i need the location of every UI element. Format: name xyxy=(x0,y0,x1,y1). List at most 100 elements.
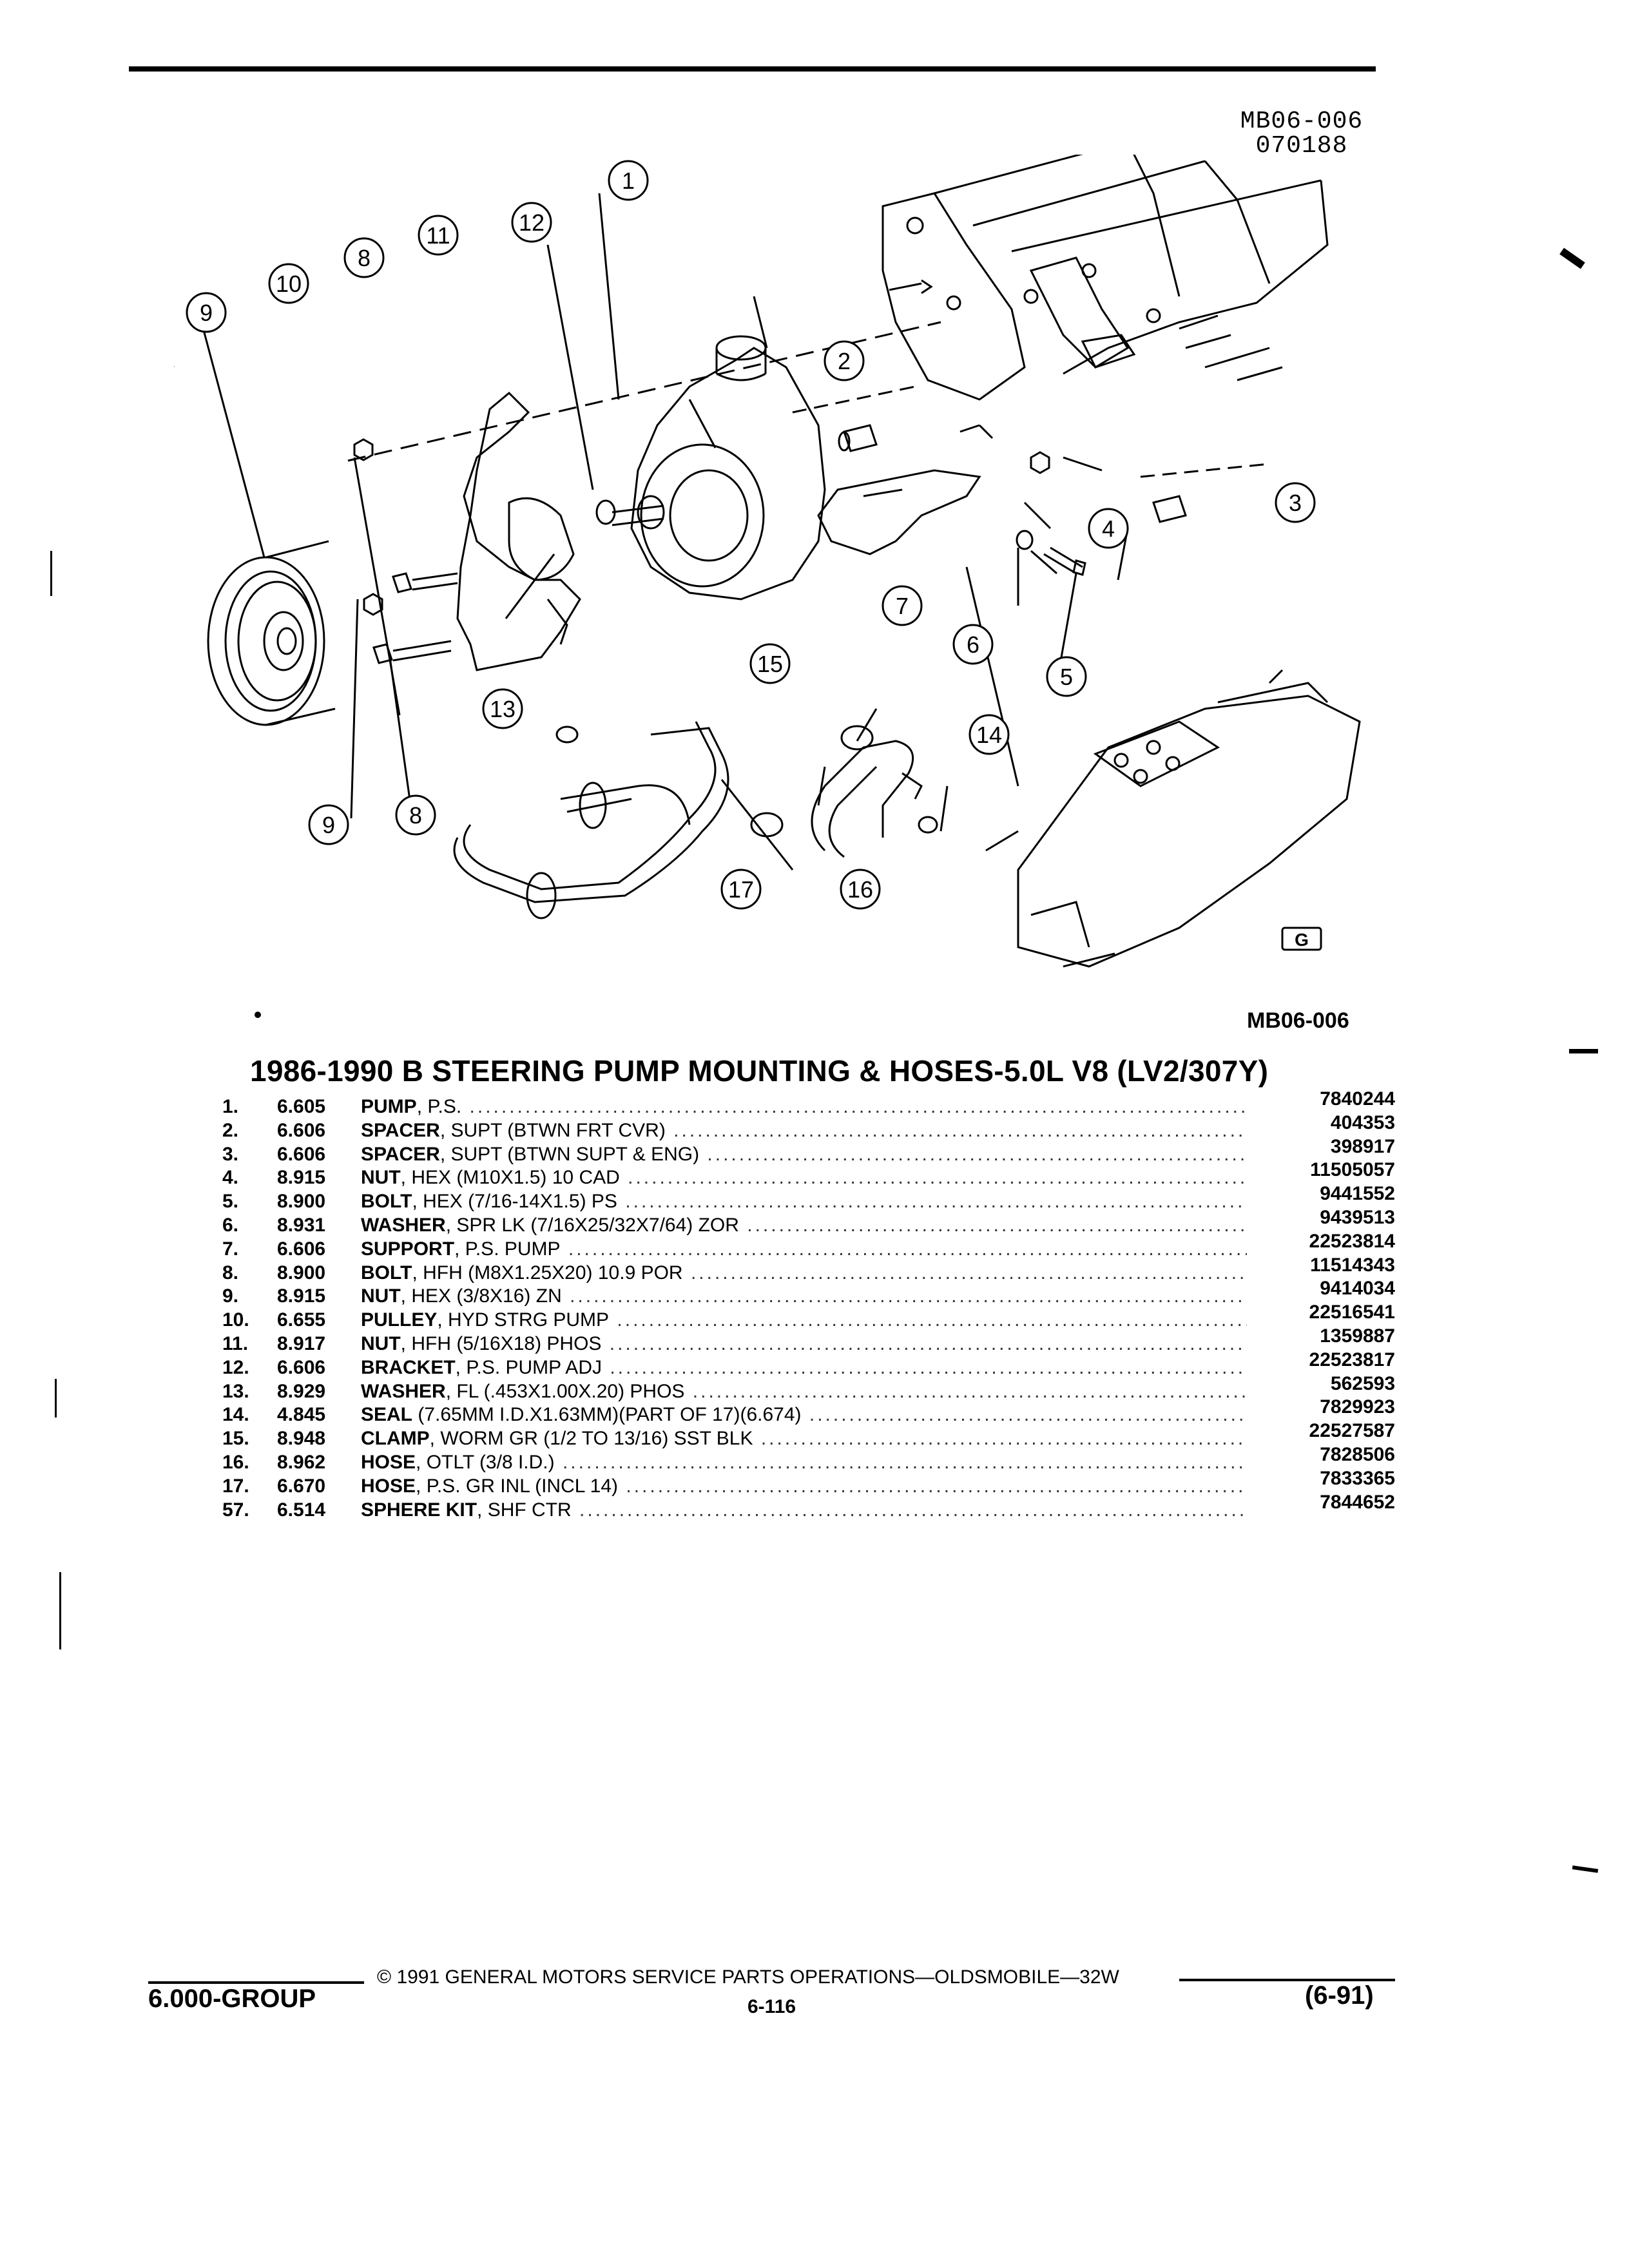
callout-11: 10 xyxy=(276,271,302,297)
part-name: BOLT xyxy=(361,1191,412,1213)
part-name: NUT xyxy=(361,1332,401,1354)
page-number: 6-116 xyxy=(747,1996,796,2017)
callout-13: 12 xyxy=(519,209,545,236)
part-number: 9441552 xyxy=(1320,1183,1395,1205)
part-description: CLAMP, WORM GR (1/2 TO 13/16) SST BLK ..… xyxy=(361,1427,1247,1451)
part-description: SPACER, SUPT (BTWN SUPT & ENG) .........… xyxy=(361,1143,1247,1167)
part-description: PULLEY, HYD STRG PUMP ..................… xyxy=(361,1309,1247,1332)
group-number: 8.900 xyxy=(277,1191,326,1213)
dot-leader: ........................................… xyxy=(469,1096,1247,1117)
exploded-parts-diagram: 1 12 11 8 10 9 2 3 4 7 6 5 15 13 14 8 9 … xyxy=(174,155,1361,968)
part-name: SEAL xyxy=(361,1404,413,1426)
scan-mark xyxy=(1572,1865,1599,1873)
part-name: BOLT xyxy=(361,1262,412,1283)
part-number: 9439513 xyxy=(1320,1206,1395,1228)
dot-leader: ........................................… xyxy=(568,1238,1247,1260)
figure-ref-label: MB06-006 xyxy=(1240,108,1364,135)
dot-leader: ........................................… xyxy=(625,1191,1247,1213)
callout-12: 11 xyxy=(426,222,450,249)
item-number: 10. xyxy=(222,1309,249,1331)
part-name: PUMP xyxy=(361,1096,417,1117)
item-number: 9. xyxy=(222,1285,239,1307)
part-name: SPACER xyxy=(361,1143,440,1165)
callout-2: 2 xyxy=(838,348,851,374)
part-description: NUT, HFH (5/16X18) PHOS ................… xyxy=(361,1332,1247,1356)
svg-text:G: G xyxy=(1295,930,1309,950)
part-name: WASHER xyxy=(361,1380,446,1402)
item-number: 3. xyxy=(222,1143,239,1165)
parts-row: 5. 8.900 BOLT, HEX (7/16-14X1.5) PS ......… xyxy=(222,1183,1395,1214)
footer-rule-left xyxy=(148,1981,364,1984)
callout-7: 7 xyxy=(896,593,909,619)
part-number: 22523817 xyxy=(1309,1349,1395,1370)
part-detail: , HEX (7/16-14X1.5) PS xyxy=(412,1191,617,1213)
item-number: 5. xyxy=(222,1191,239,1213)
item-number: 8. xyxy=(222,1262,239,1283)
part-number: 7833365 xyxy=(1320,1467,1395,1489)
group-number: 4.845 xyxy=(277,1404,326,1426)
group-label: 6.000-GROUP xyxy=(148,1984,316,2013)
callout-3: 3 xyxy=(1289,490,1302,516)
callout-4: 4 xyxy=(1102,515,1115,542)
part-detail: , SUPT (BTWN SUPT & ENG) xyxy=(439,1143,700,1165)
part-name: SPHERE KIT xyxy=(361,1499,477,1521)
group-number: 8.962 xyxy=(277,1451,326,1473)
item-number: 1. xyxy=(222,1096,239,1117)
callout-15: 15 xyxy=(757,651,783,677)
part-number: 9414034 xyxy=(1320,1278,1395,1300)
part-detail: , HEX (3/8X16) ZN xyxy=(400,1285,562,1307)
gm-logo-mark: G xyxy=(1281,927,1322,951)
part-detail: , SUPT (BTWN FRT CVR) xyxy=(439,1119,666,1141)
part-name: SUPPORT xyxy=(361,1238,455,1260)
callout-5: 5 xyxy=(1060,664,1073,690)
part-number: 11505057 xyxy=(1310,1159,1395,1181)
callout-14-left: 13 xyxy=(490,696,516,722)
part-description: BOLT, HEX (7/16-14X1.5) PS .............… xyxy=(361,1190,1247,1214)
part-detail: , P.S. PUMP ADJ xyxy=(455,1356,602,1378)
part-detail: , OTLT (3/8 I.D.) xyxy=(416,1451,555,1473)
part-name: WASHER xyxy=(361,1214,446,1236)
callout-9: 9 xyxy=(322,812,335,838)
scan-mark xyxy=(50,551,52,596)
part-name: HOSE xyxy=(361,1451,416,1473)
revision-date: (6-91) xyxy=(1305,1981,1374,2010)
item-number: 17. xyxy=(222,1475,249,1497)
part-detail: , WORM GR (1/2 TO 13/16) SST BLK xyxy=(429,1428,753,1450)
dot-leader: ........................................… xyxy=(809,1404,1247,1426)
item-number: 6. xyxy=(222,1214,239,1236)
dot-leader: ........................................… xyxy=(579,1499,1247,1521)
group-number: 6.514 xyxy=(277,1499,326,1521)
callout-10: 9 xyxy=(200,300,213,326)
callout-14-right: 14 xyxy=(976,722,1002,748)
callout-1: 1 xyxy=(622,168,635,194)
copyright-line: © 1991 GENERAL MOTORS SERVICE PARTS OPER… xyxy=(377,1966,1119,1988)
part-number: 7840244 xyxy=(1320,1088,1395,1110)
scan-mark xyxy=(55,1379,57,1418)
scan-mark xyxy=(1559,247,1585,269)
part-number: 7844652 xyxy=(1320,1491,1395,1513)
dot-leader: ........................................… xyxy=(690,1262,1247,1283)
part-detail: , HFH (M8X1.25X20) 10.9 POR xyxy=(412,1262,683,1283)
group-number: 8.915 xyxy=(277,1285,326,1307)
part-description: HOSE, P.S. GR INL (INCL 14) ............… xyxy=(361,1475,1247,1499)
figure-reference-top: MB06-006 070188 xyxy=(1228,110,1376,159)
dot-leader: ........................................… xyxy=(609,1332,1247,1354)
part-description: PUMP, P.S. .............................… xyxy=(361,1095,1247,1119)
part-detail: , SPR LK (7/16X25/32X7/64) ZOR xyxy=(445,1214,739,1236)
item-number: 4. xyxy=(222,1167,239,1189)
part-description: SEAL (7.65MM I.D.X1.63MM)(PART OF 17)(6.… xyxy=(361,1403,1247,1427)
item-number: 57. xyxy=(222,1499,249,1521)
part-detail: , P.S. xyxy=(416,1096,462,1117)
